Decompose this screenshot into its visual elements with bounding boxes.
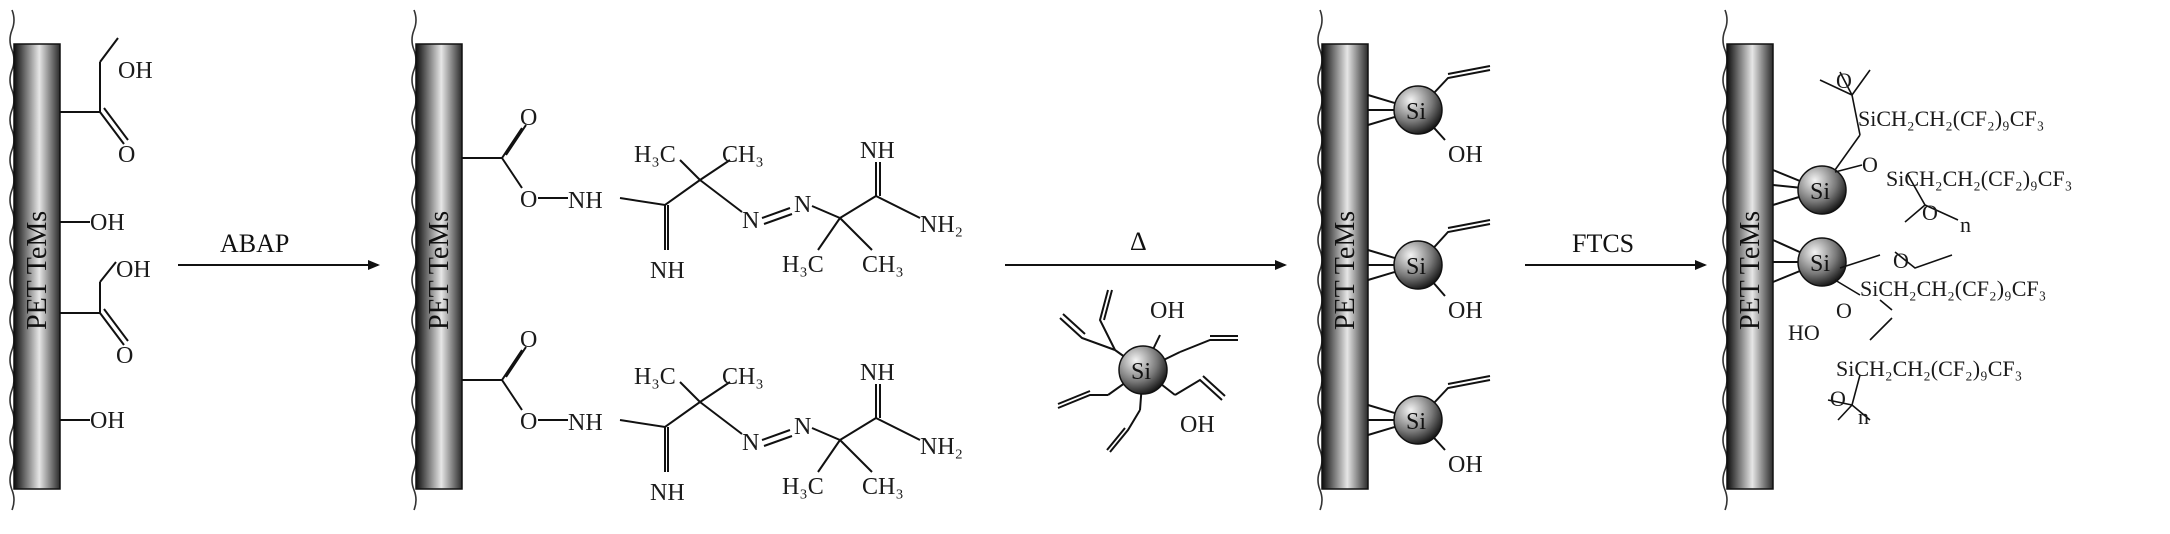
panel-1-pet-surface: PET TeMs OH O OH OH O OH <box>9 9 153 511</box>
oh-label: OH <box>1448 452 1483 478</box>
si-sphere <box>1118 345 1168 395</box>
abap-chain: O O NH NH H₃C CH₃ N N H₃C CH₃ NH NH₂ <box>462 105 963 284</box>
nh-label: NH <box>568 410 603 436</box>
si-sphere <box>1797 165 1847 215</box>
abap-chain: O O NH NH H₃C CH₃ N N H₃C CH₃ NH NH₂ <box>462 327 963 506</box>
o-label: O <box>1893 248 1909 273</box>
o-label: O <box>1922 200 1938 225</box>
nh2-label: NH₂ <box>920 212 963 238</box>
oh-label: OH <box>1448 142 1483 168</box>
fluoro-chain-label: SiCH₂CH₂(CF₂)₉CF₃ <box>1858 106 2044 131</box>
fluoro-chain-label: SiCH₂CH₂(CF₂)₉CF₃ <box>1860 276 2046 301</box>
oh-label: OH <box>118 58 153 84</box>
n-index-label: n <box>1960 212 1971 237</box>
si-sphere <box>1393 240 1443 290</box>
o-label: O <box>118 142 135 168</box>
n-label: N <box>742 208 759 234</box>
si-label: Si <box>1810 251 1830 277</box>
arrow-label-abap: ABAP <box>220 229 289 258</box>
n-label: N <box>794 414 811 440</box>
arrow-step-1: ABAP <box>178 229 380 270</box>
h3c-label: H₃C <box>782 474 824 500</box>
si-label: Si <box>1131 359 1151 385</box>
plate-label: PET TeMs <box>1330 211 1361 330</box>
pet-plate <box>415 43 463 490</box>
o-label: O <box>520 409 537 435</box>
o-label: O <box>1862 152 1878 177</box>
pet-plate <box>1726 43 1774 490</box>
ch3-label: CH₃ <box>862 474 904 500</box>
oh-label: OH <box>90 210 125 236</box>
h3c-label: H₃C <box>634 142 676 168</box>
o-label: O <box>116 343 133 369</box>
panel-2-abap-grafted: PET TeMs O O NH NH H₃C CH₃ N N H₃C CH₃ N… <box>411 9 963 511</box>
nh-label: NH <box>860 360 895 386</box>
plate-label: PET TeMs <box>22 211 53 330</box>
h3c-label: H₃C <box>634 364 676 390</box>
panel-4-fluorinated-surface: PET TeMs Si Si O SiCH₂CH₂(CF₂)₉CF₃ O SiC… <box>1722 9 2072 511</box>
plate-label: PET TeMs <box>1735 211 1766 330</box>
n-label: N <box>794 192 811 218</box>
o-label: O <box>1830 386 1846 411</box>
n-label: N <box>742 430 759 456</box>
nh2-label: NH₂ <box>920 434 963 460</box>
o-label: O <box>520 105 537 131</box>
oh-label: OH <box>1150 298 1185 324</box>
plate-label: PET TeMs <box>424 211 455 330</box>
pet-plate <box>13 43 61 490</box>
n-index-label: n <box>1858 404 1869 429</box>
nh-label: NH <box>650 480 685 506</box>
nh-label: NH <box>860 138 895 164</box>
si-sphere <box>1393 85 1443 135</box>
ch3-label: CH₃ <box>722 364 764 390</box>
oh-label: OH <box>1180 412 1215 438</box>
si-label: Si <box>1406 409 1426 435</box>
pet-plate <box>1321 43 1369 490</box>
oh-label: OH <box>116 257 151 283</box>
si-label: Si <box>1810 179 1830 205</box>
nh-label: NH <box>650 258 685 284</box>
reagent-vinyl-silanol: Si OH OH <box>1057 289 1238 453</box>
h3c-label: H₃C <box>782 252 824 278</box>
o-label: O <box>520 327 537 353</box>
ch3-label: CH₃ <box>722 142 764 168</box>
fluoro-chain-label: SiCH₂CH₂(CF₂)₉CF₃ <box>1836 356 2022 381</box>
arrow-step-2: Δ <box>1005 227 1287 270</box>
si-label: Si <box>1406 99 1426 125</box>
arrow-step-3: FTCS <box>1525 229 1707 270</box>
oh-label: OH <box>90 408 125 434</box>
nh-label: NH <box>568 188 603 214</box>
si-sphere <box>1393 395 1443 445</box>
o-label: O <box>520 187 537 213</box>
si-sphere <box>1797 237 1847 287</box>
o-label: O <box>1836 68 1852 93</box>
ho-label: HO <box>1788 320 1820 345</box>
oh-label: OH <box>1448 298 1483 324</box>
ch3-label: CH₃ <box>862 252 904 278</box>
arrow-label-ftcs: FTCS <box>1572 229 1634 258</box>
si-label: Si <box>1406 254 1426 280</box>
o-label: O <box>1836 298 1852 323</box>
panel-3-vinyl-si-surface: PET TeMs Si OH Si OH Si OH <box>1317 9 1491 511</box>
arrow-label-delta: Δ <box>1130 227 1147 256</box>
fluoro-chain-label: SiCH₂CH₂(CF₂)₉CF₃ <box>1886 166 2072 191</box>
